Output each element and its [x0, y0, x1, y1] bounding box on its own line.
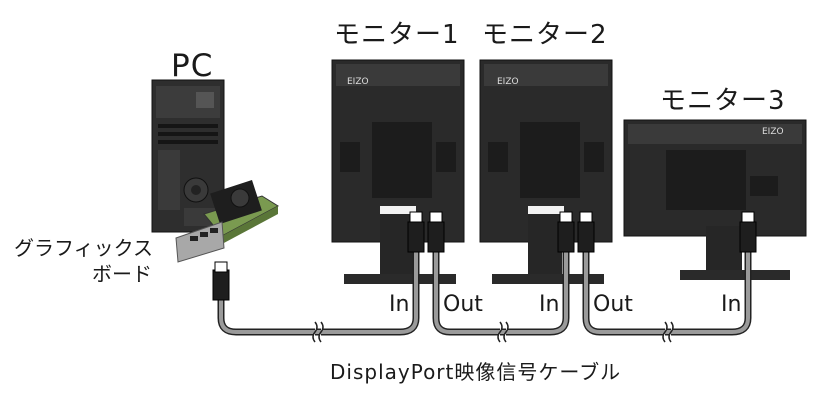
monitor-2-label: モニター2	[482, 20, 608, 50]
graphics-board-label-line2: ボード	[92, 262, 152, 286]
monitor-3	[623, 119, 807, 280]
monitor-3-in-label: In	[721, 292, 742, 317]
graphics-board	[175, 179, 279, 263]
monitor-2-in-label: In	[539, 292, 560, 317]
pc-tower	[151, 79, 225, 233]
monitor-1-in-label: In	[389, 292, 410, 317]
monitor-3-brand: EIZO	[762, 127, 784, 137]
monitor-2-out-label: Out	[593, 292, 633, 317]
graphics-board-label-line1: グラフィックス	[14, 236, 153, 260]
monitor-1-out-label: Out	[443, 292, 483, 317]
monitor-2-brand: EIZO	[497, 77, 519, 87]
monitor-1-label: モニター1	[334, 20, 460, 50]
displayport-cables	[217, 232, 752, 336]
monitor-1-brand: EIZO	[347, 77, 369, 87]
monitor-3-label: モニター3	[660, 86, 786, 116]
monitor-2	[479, 59, 613, 284]
pc-label: PC	[171, 48, 214, 84]
cable-connectors	[212, 211, 757, 301]
cable-break-marks	[312, 321, 674, 343]
cable-label: DisplayPort映像信号ケーブル	[330, 360, 622, 384]
